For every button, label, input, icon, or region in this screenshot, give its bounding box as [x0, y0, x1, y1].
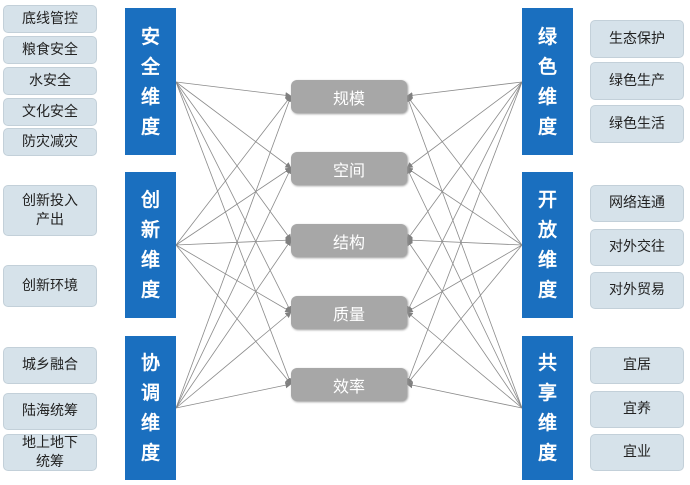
connector-arrow — [175, 81, 292, 241]
connector-arrow — [175, 167, 292, 409]
bar-char: 新 — [140, 219, 160, 241]
bar-char: 维 — [140, 412, 160, 434]
connector-arrow — [175, 311, 292, 409]
sub-item: 宜养 — [590, 391, 684, 428]
dimension-coordination: 协调维度 — [125, 336, 176, 480]
connector-arrow — [406, 239, 523, 409]
connector-arrow — [406, 81, 523, 169]
sub-item: 创新投入产出 — [3, 185, 97, 236]
bar-char: 享 — [537, 382, 557, 404]
connector-arrow — [405, 95, 523, 409]
connector-arrow — [175, 81, 292, 99]
connector-arrow — [406, 167, 523, 246]
connector-arrow — [175, 81, 292, 313]
bar-char: 全 — [140, 55, 160, 78]
connector-arrow — [175, 95, 293, 409]
dimension-innovation: 创新维度 — [125, 172, 176, 318]
connector-arrow — [175, 244, 292, 385]
sub-item: 底线管控 — [3, 5, 97, 33]
bar-char: 创 — [140, 189, 160, 211]
bar-char: 度 — [537, 279, 557, 301]
dimension-green: 绿色维度 — [522, 8, 573, 155]
bar-char: 度 — [537, 115, 557, 138]
bar-char: 度 — [537, 442, 557, 464]
center-efficiency: 效率 — [291, 368, 407, 401]
connector-arrow — [175, 244, 292, 313]
bar-char: 度 — [140, 442, 160, 464]
sub-item: 对外贸易 — [590, 272, 684, 309]
sub-item: 绿色生产 — [590, 62, 684, 100]
bar-char: 维 — [537, 85, 557, 108]
connector-arrow — [406, 81, 523, 241]
bar-char: 度 — [140, 115, 160, 138]
connector-arrow — [406, 167, 523, 409]
sub-item: 陆海统筹 — [3, 393, 97, 430]
connector-arrow — [175, 239, 292, 409]
connector-arrow — [175, 81, 292, 169]
center-quality: 质量 — [291, 296, 407, 329]
dimension-sharing: 共享维度 — [522, 336, 573, 480]
bar-char: 共 — [537, 352, 557, 374]
center-space: 空间 — [291, 152, 407, 185]
bar-char: 维 — [140, 249, 160, 271]
dimension-safety: 安全维度 — [125, 8, 176, 155]
connector-arrow — [406, 382, 523, 409]
bar-char: 安 — [140, 25, 160, 48]
connector-arrow — [406, 95, 523, 246]
sub-item: 文化安全 — [3, 98, 97, 126]
connector-arrow — [406, 244, 523, 313]
sub-item: 防灾减灾 — [3, 128, 97, 156]
sub-item: 地上地下统筹 — [3, 434, 97, 471]
connector-arrow — [175, 95, 292, 246]
connector-arrow — [406, 81, 523, 385]
bar-char: 开 — [537, 189, 557, 211]
bar-char: 度 — [140, 279, 160, 301]
bar-char: 调 — [140, 382, 160, 404]
sub-item: 生态保护 — [590, 20, 684, 58]
sub-item: 宜居 — [590, 347, 684, 384]
connector-arrow — [406, 81, 523, 313]
bar-char: 维 — [537, 249, 557, 271]
bar-char: 维 — [537, 412, 557, 434]
bar-char: 放 — [537, 219, 557, 241]
sub-item: 对外交往 — [590, 229, 684, 266]
bar-char: 维 — [140, 85, 160, 108]
connector-arrow — [406, 81, 523, 99]
sub-item: 粮食安全 — [3, 36, 97, 64]
bar-char: 绿 — [537, 25, 557, 48]
dimension-openness: 开放维度 — [522, 172, 573, 318]
connector-arrow — [175, 81, 292, 385]
bar-char: 协 — [140, 352, 160, 374]
connector-arrow — [406, 244, 523, 385]
sub-item: 宜业 — [590, 434, 684, 471]
sub-item: 城乡融合 — [3, 347, 97, 384]
sub-item: 绿色生活 — [590, 105, 684, 143]
connector-arrow — [406, 311, 523, 409]
sub-item: 创新环境 — [3, 265, 97, 307]
sub-item: 水安全 — [3, 67, 97, 95]
bar-char: 色 — [537, 55, 557, 78]
connector-arrow — [175, 167, 292, 246]
connector-arrow — [406, 237, 523, 246]
sub-item: 网络连通 — [590, 185, 684, 222]
center-scale: 规模 — [291, 80, 407, 113]
center-structure: 结构 — [291, 224, 407, 257]
connector-arrow — [175, 382, 292, 409]
connector-arrow — [175, 237, 292, 246]
